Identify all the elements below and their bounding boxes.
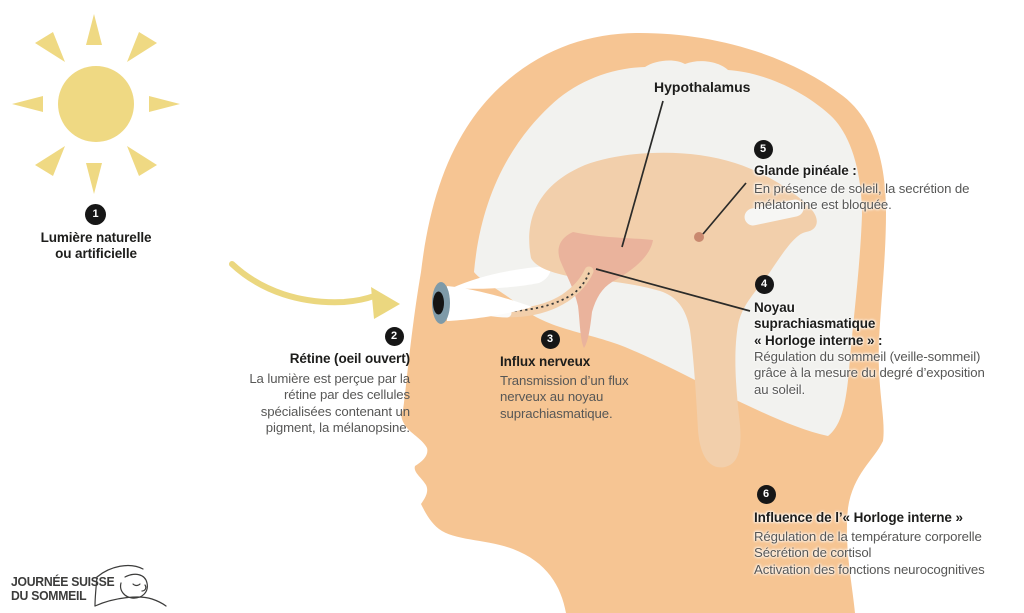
step-badge-2: 2 <box>384 326 404 346</box>
optic-nerve-dotted-line <box>460 269 591 312</box>
light-arrow-icon <box>229 261 400 319</box>
scn-pointer-line <box>595 268 751 312</box>
eye-icon <box>432 282 532 324</box>
step-badge-6: 6 <box>756 484 776 504</box>
brow-gap <box>452 266 551 289</box>
step-badge-1: 1 <box>85 204 106 225</box>
section-2-title: Rétine (oeil ouvert) <box>289 351 410 366</box>
section-6-title: Influence de l’« Horloge interne » <box>754 510 963 525</box>
hypothalamus-shape <box>558 232 653 348</box>
inner-brain-structure <box>529 152 817 468</box>
sleeping-person-icon <box>94 564 167 607</box>
section-5-body: En présence de soleil, la secrétion de m… <box>754 181 970 213</box>
step-badge-4: 4 <box>754 274 774 294</box>
section-3-title: Influx nerveux <box>500 354 591 369</box>
pineal-pointer-line <box>702 182 747 235</box>
step-badge-5: 5 <box>753 139 773 159</box>
logo-text-line2: DU SOMMEIL <box>11 588 87 603</box>
ventricle-swoosh <box>744 199 804 226</box>
eye-pupil <box>433 291 444 315</box>
hypothalamus-pointer-line <box>621 100 664 248</box>
section-5-title: Glande pinéale : <box>754 163 857 178</box>
logo-text-line1: JOURNÉE SUISSE <box>11 574 115 589</box>
section-2-body: La lumière est perçue par la rétine par … <box>249 371 410 436</box>
step-badge-3: 3 <box>540 329 560 349</box>
section-3-body: Transmission d’un flux nerveux au noyau … <box>500 373 629 421</box>
eye-sclera <box>447 286 532 321</box>
sun-icon <box>12 14 180 194</box>
pineal-gland-dot <box>694 232 704 242</box>
section-6-body: Régulation de la température corporelle … <box>754 529 985 577</box>
hypothalamus-label: Hypothalamus <box>654 79 751 95</box>
section-4-title: Noyau suprachiasmatique « Horloge intern… <box>754 300 883 348</box>
section-1-title: Lumière naturelle ou artificielle <box>40 230 152 262</box>
section-4-body: Régulation du sommeil (veille-sommeil) g… <box>754 349 985 397</box>
